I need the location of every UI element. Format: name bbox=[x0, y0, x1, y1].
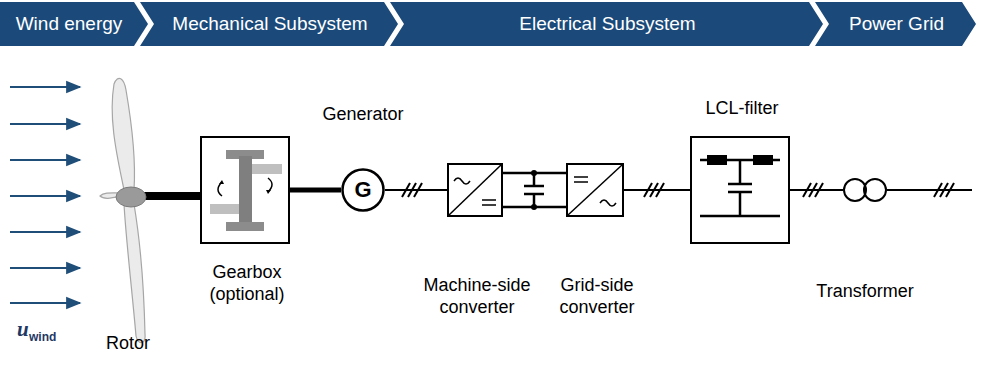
filter-box: LCL-filter bbox=[690, 136, 790, 244]
grid-line bbox=[887, 189, 972, 191]
machine-side-converter-symbol bbox=[454, 178, 470, 184]
part-name: Grid-side converter bbox=[534, 275, 660, 318]
wire bbox=[290, 188, 341, 193]
chevron-shape bbox=[140, 2, 398, 46]
lcl-filter-symbol bbox=[728, 183, 752, 186]
gearbox-illustration bbox=[219, 180, 224, 184]
stage-band: Power Grid bbox=[815, 2, 976, 46]
wind-arrows bbox=[10, 159, 80, 161]
three-phase-marks bbox=[946, 183, 954, 197]
grid-side-converter-symbol bbox=[568, 165, 622, 215]
lcl-filter-symbol bbox=[739, 160, 742, 184]
wind-arrows bbox=[10, 267, 80, 269]
converter-box: Machine-side converter bbox=[447, 163, 503, 217]
gearbox-illustration bbox=[268, 178, 272, 192]
dc-link-capacitor bbox=[524, 185, 544, 188]
gearbox-illustration bbox=[266, 190, 271, 194]
stage-title: Power Grid bbox=[849, 13, 944, 36]
wind-arrows bbox=[10, 123, 80, 125]
wire bbox=[503, 173, 566, 207]
grid-side-converter-symbol bbox=[600, 200, 616, 206]
converter-box: Grid-side converter bbox=[566, 163, 624, 217]
rotor-blades bbox=[100, 78, 145, 342]
transformer-symbol: Transformer bbox=[843, 178, 887, 202]
wire bbox=[624, 189, 690, 191]
rotor-hub bbox=[116, 187, 146, 207]
gearbox-box: Gearbox (optional) bbox=[200, 136, 290, 244]
generator-circle: GeneratorG bbox=[341, 168, 385, 212]
rotor-hub bbox=[116, 187, 146, 207]
stage-title: Mechanical Subsystem bbox=[172, 13, 367, 36]
stage-band: Mechanical Subsystem bbox=[140, 2, 398, 46]
transformer-winding bbox=[864, 179, 886, 201]
chevron-shape bbox=[0, 2, 148, 46]
grid-side-converter-symbol bbox=[574, 176, 588, 178]
machine-side-converter-symbol bbox=[449, 165, 501, 215]
wind-arrows bbox=[10, 302, 80, 304]
lcl-filter-symbol bbox=[739, 192, 742, 216]
part-name: Machine-side converter bbox=[414, 275, 540, 318]
stage-band: Electrical Subsystem bbox=[390, 2, 823, 46]
grid-side-converter-symbol bbox=[568, 165, 622, 215]
part-name: Transformer bbox=[800, 281, 930, 303]
rotor-blades bbox=[112, 78, 134, 190]
lcl-filter-symbol bbox=[753, 155, 773, 165]
grid-side-converter-symbol bbox=[574, 181, 588, 183]
part-name: Gearbox (optional) bbox=[187, 262, 307, 305]
gearbox-illustration bbox=[210, 204, 239, 214]
gearbox-illustration bbox=[210, 150, 282, 231]
part-name: Rotor bbox=[106, 333, 150, 354]
three-phase-marks bbox=[402, 183, 954, 197]
wind-arrows bbox=[10, 231, 80, 233]
symbol-name: u bbox=[17, 317, 29, 342]
stage-title: Wind energy bbox=[16, 13, 123, 36]
generator-symbol: G bbox=[341, 168, 385, 212]
stage-band: Wind energy bbox=[0, 2, 148, 46]
gearbox-illustration bbox=[218, 182, 222, 196]
chevron-shape bbox=[390, 2, 823, 46]
rotor-blades bbox=[124, 204, 145, 343]
wire bbox=[385, 189, 447, 191]
wind-arrows bbox=[10, 87, 80, 303]
dc-link-capacitor bbox=[524, 170, 544, 210]
lcl-filter-symbol bbox=[700, 215, 780, 218]
gearbox-illustration bbox=[226, 222, 264, 231]
machine-side-converter-symbol bbox=[449, 165, 501, 215]
transformer-winding bbox=[844, 179, 866, 201]
gearbox-illustration bbox=[239, 156, 252, 226]
lcl-filter-symbol bbox=[700, 155, 780, 216]
symbol-subscript: wind bbox=[29, 330, 56, 344]
machine-side-converter-symbol bbox=[482, 204, 496, 206]
machine-side-converter-symbol bbox=[482, 199, 496, 201]
gearbox-illustration bbox=[252, 164, 282, 174]
chevron-shape bbox=[815, 2, 976, 46]
grid-line bbox=[887, 189, 972, 191]
part-name: Generator bbox=[308, 104, 418, 126]
transformer-symbol bbox=[843, 178, 887, 202]
wire bbox=[790, 189, 843, 191]
lcl-filter-symbol bbox=[707, 155, 727, 165]
wind-arrows bbox=[10, 195, 80, 197]
part-name: LCL-filter bbox=[682, 98, 802, 120]
stage-title: Electrical Subsystem bbox=[519, 13, 695, 36]
wind-arrows bbox=[10, 86, 80, 88]
